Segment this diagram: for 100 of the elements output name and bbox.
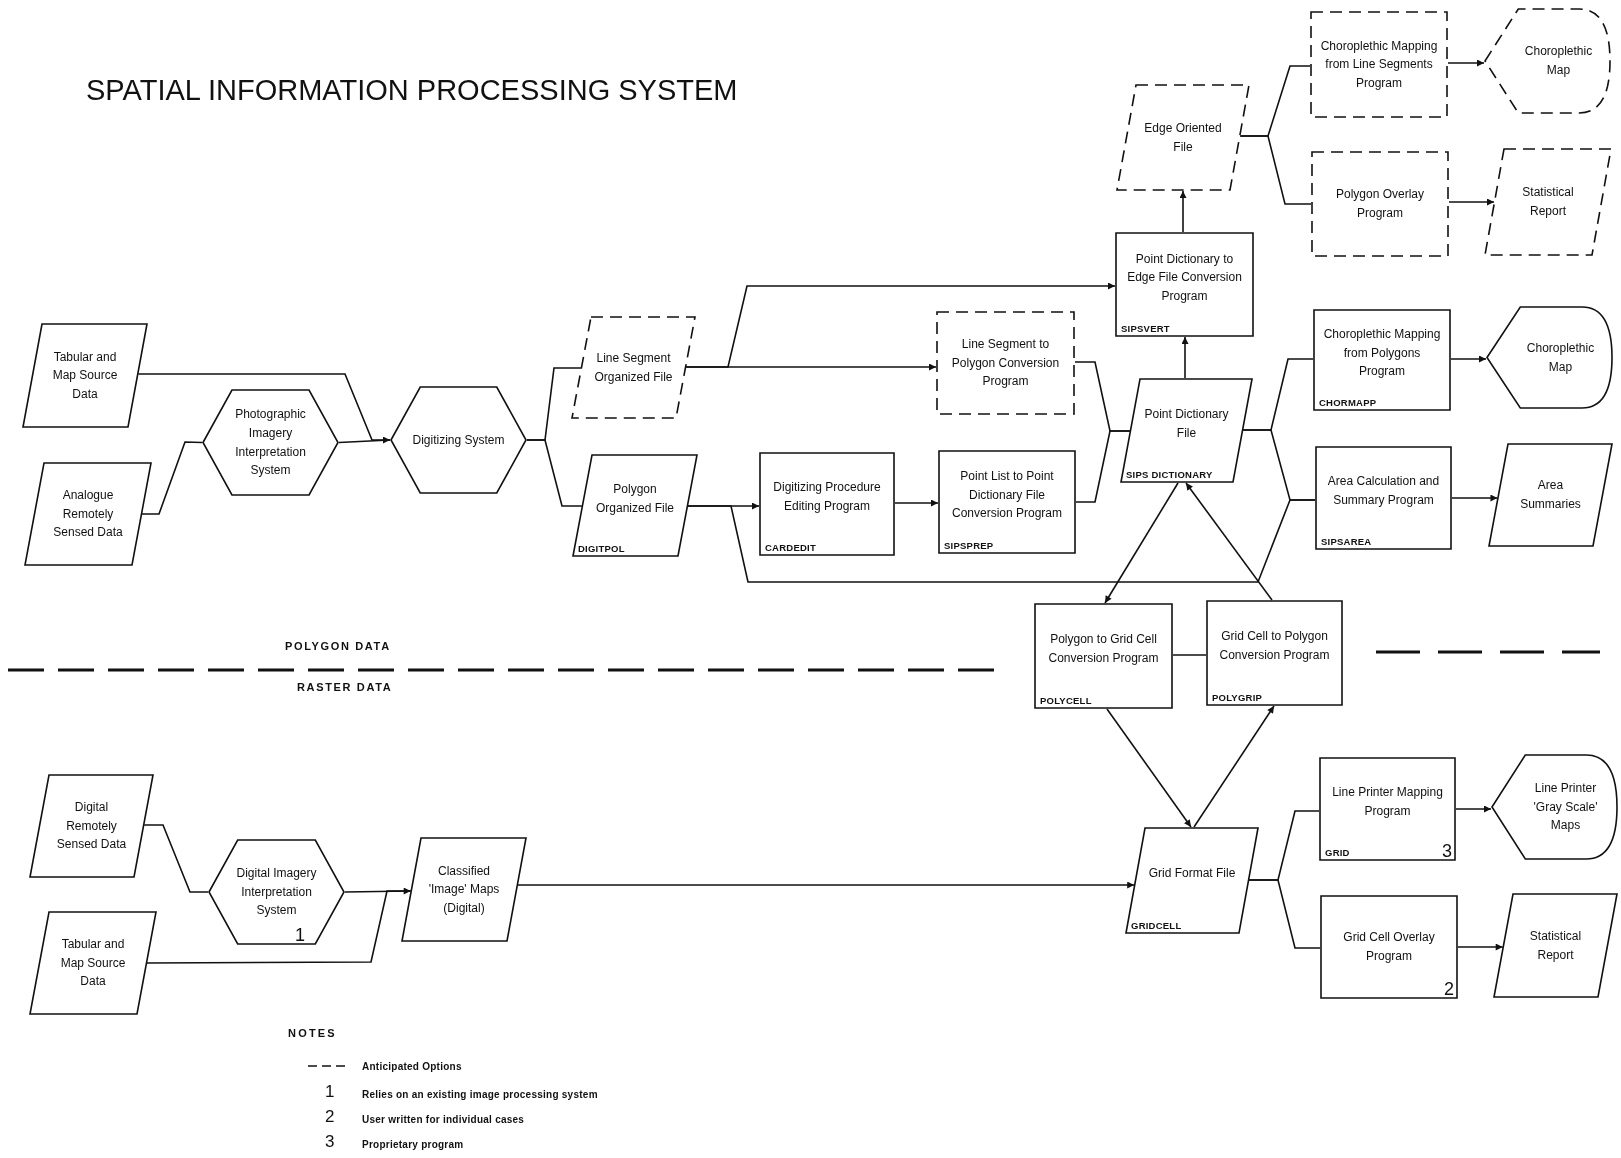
connector-line bbox=[141, 441, 203, 515]
program-box bbox=[1320, 895, 1458, 999]
node-label: Line Printer 'Gray Scale' Maps bbox=[1532, 780, 1599, 835]
node-label: Digital Imagery Interpretation System bbox=[235, 865, 318, 920]
arrow bbox=[1181, 336, 1189, 379]
arrow bbox=[685, 282, 1116, 368]
data-parallelogram bbox=[401, 837, 527, 942]
data-parallelogram bbox=[22, 323, 148, 428]
node-label: Polygon Overlay Program bbox=[1334, 186, 1425, 222]
map-output-shape bbox=[1484, 8, 1611, 114]
section-label: RASTER DATA bbox=[297, 680, 393, 695]
node-label: Tabular and Map Source Data bbox=[59, 936, 127, 991]
arrow bbox=[1179, 190, 1187, 233]
program-box bbox=[1206, 600, 1343, 706]
program-code: DIGITPOL bbox=[578, 542, 626, 554]
node-label: Photographic Imagery Interpretation System bbox=[234, 406, 307, 480]
program-code: GRID bbox=[1325, 846, 1351, 858]
node-label: Choroplethic Mapping from Line Segments Program bbox=[1319, 37, 1439, 92]
note-number: 3 bbox=[1442, 842, 1452, 860]
node-label: Grid Cell to Polygon Conversion Program bbox=[1218, 628, 1331, 664]
program-box bbox=[1310, 11, 1448, 118]
node-label: Area Calculation and Summary Program bbox=[1326, 473, 1441, 509]
node-label: Choroplethic Mapping from Polygons Program bbox=[1322, 326, 1442, 381]
data-parallelogram bbox=[571, 316, 696, 419]
node-label: Grid Format File bbox=[1148, 865, 1236, 883]
map-output-shape bbox=[1491, 754, 1618, 860]
arrow bbox=[1457, 943, 1504, 951]
program-code: SIPS DICTIONARY bbox=[1126, 468, 1214, 480]
arrow bbox=[1193, 705, 1275, 828]
arrow bbox=[1455, 805, 1492, 813]
program-code: CARDEDIT bbox=[765, 541, 817, 553]
program-box bbox=[759, 452, 895, 556]
node-label: Point Dictionary File bbox=[1143, 405, 1230, 442]
data-parallelogram bbox=[24, 462, 152, 566]
node-label: Choroplethic Map bbox=[1525, 339, 1596, 376]
node-label: Polygon Organized File bbox=[594, 480, 675, 517]
node-label: Grid Cell Overlay Program bbox=[1342, 929, 1436, 965]
data-parallelogram bbox=[572, 454, 698, 557]
note-text: Proprietary program bbox=[362, 1138, 464, 1152]
data-parallelogram bbox=[1484, 148, 1612, 256]
system-hexagon bbox=[202, 389, 339, 496]
node-label: Analogue Remotely Sensed Data bbox=[52, 487, 124, 542]
node-label: Point List to Point Dictionary File Conversion Program bbox=[950, 468, 1063, 523]
connector-line bbox=[1242, 429, 1316, 501]
arrow bbox=[1104, 482, 1179, 604]
connector-line bbox=[338, 439, 391, 444]
note-number: 2 bbox=[1444, 980, 1454, 998]
node-label: Choroplethic Map bbox=[1523, 43, 1594, 79]
arrow bbox=[1447, 59, 1485, 67]
node-label: Point Dictionary to Edge File Conversion Program bbox=[1126, 250, 1243, 305]
program-box bbox=[1319, 757, 1456, 861]
arrow bbox=[1450, 355, 1487, 363]
program-box bbox=[1313, 309, 1451, 411]
program-box bbox=[938, 450, 1076, 554]
program-code: SIPSAREA bbox=[1321, 535, 1373, 547]
arrow bbox=[517, 881, 1135, 889]
program-box bbox=[1311, 151, 1449, 257]
data-parallelogram bbox=[1120, 378, 1253, 483]
note-number: 2 bbox=[325, 1108, 335, 1125]
program-code: SIPSVERT bbox=[1121, 322, 1171, 334]
connector-line bbox=[143, 824, 209, 893]
connector-line bbox=[1172, 654, 1207, 656]
note-number: 1 bbox=[325, 1083, 335, 1100]
data-parallelogram bbox=[1116, 84, 1250, 191]
node-label: Digital Remotely Sensed Data bbox=[55, 799, 128, 854]
program-code: SIPSPREP bbox=[944, 539, 995, 551]
program-box bbox=[1034, 603, 1173, 709]
program-code: GRIDCELL bbox=[1131, 919, 1183, 931]
node-label: Classified 'Image' Maps (Digital) bbox=[427, 862, 501, 917]
program-box bbox=[936, 311, 1075, 415]
arrow bbox=[146, 887, 412, 964]
data-parallelogram bbox=[1493, 893, 1618, 998]
section-label: POLYGON DATA bbox=[285, 639, 391, 654]
data-parallelogram bbox=[1488, 443, 1613, 547]
arrow bbox=[894, 499, 939, 507]
node-label: Statistical Report bbox=[1528, 927, 1583, 964]
map-output-shape bbox=[1486, 306, 1613, 409]
node-label: Polygon to Grid Cell Conversion Program bbox=[1047, 631, 1160, 667]
node-label: Digitizing Procedure Editing Program bbox=[772, 479, 882, 515]
arrow bbox=[1106, 708, 1192, 828]
node-label: Line Segment Organized File bbox=[593, 349, 674, 386]
data-parallelogram bbox=[1125, 827, 1259, 934]
arrow bbox=[1185, 482, 1273, 601]
notes-heading: NOTES bbox=[288, 1026, 337, 1041]
node-label: Line Printer Mapping Program bbox=[1331, 784, 1444, 820]
node-label: Area Summaries bbox=[1519, 477, 1582, 513]
note-number: 1 bbox=[295, 926, 305, 944]
system-hexagon bbox=[390, 386, 527, 494]
program-code: CHORMAPP bbox=[1319, 396, 1378, 408]
program-box bbox=[1115, 232, 1254, 337]
connector-line bbox=[1239, 135, 1312, 205]
note-number: 3 bbox=[325, 1133, 335, 1150]
arrow bbox=[1451, 494, 1499, 502]
data-parallelogram bbox=[29, 911, 157, 1015]
connector-line bbox=[1075, 430, 1131, 503]
data-parallelogram bbox=[29, 774, 154, 878]
program-code: POLYCELL bbox=[1040, 694, 1093, 706]
node-label: Tabular and Map Source Data bbox=[51, 348, 119, 403]
arrow bbox=[1448, 198, 1495, 206]
system-hexagon bbox=[208, 839, 345, 945]
